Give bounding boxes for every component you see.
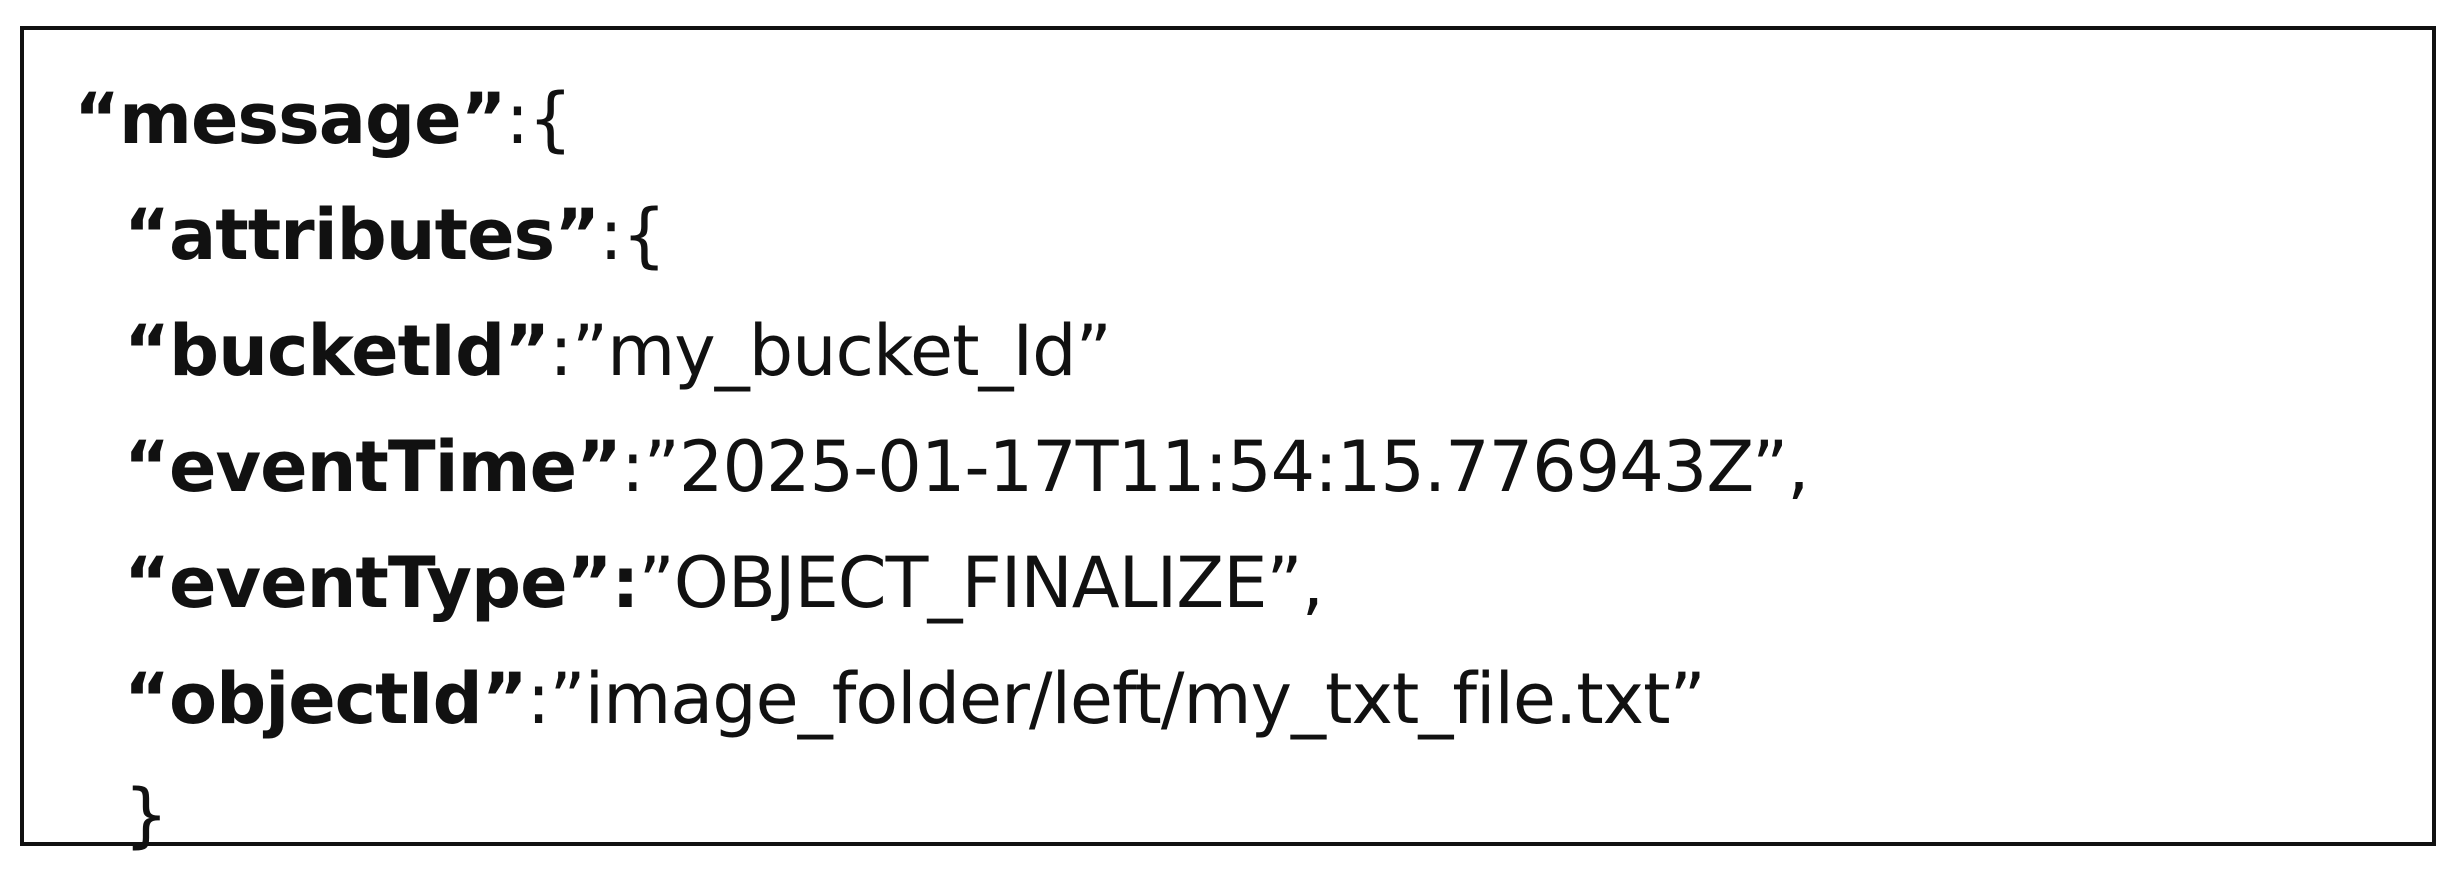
- json-separator: :: [611, 542, 640, 624]
- json-line-closing-brace: }: [124, 780, 169, 850]
- json-value: {: [621, 194, 667, 276]
- json-value: ”OBJECT_FINALIZE”,: [638, 542, 1324, 624]
- json-document-box: “message”:{ “attributes”:{ “bucketId”:”m…: [20, 26, 2436, 850]
- json-separator: :: [505, 78, 530, 160]
- json-line-event-type: “eventType”:”OBJECT_FINALIZE”,: [124, 548, 1324, 618]
- json-closing-brace: }: [124, 774, 169, 856]
- json-line-attributes: “attributes”:{: [124, 200, 666, 270]
- json-key: “eventType”: [124, 542, 613, 624]
- json-key: “eventTime”: [124, 426, 622, 508]
- json-separator: :: [549, 310, 573, 392]
- json-key: “bucketId”: [124, 310, 550, 392]
- json-value: {: [528, 78, 573, 160]
- json-line-object-id: “objectId”:”image_folder/left/my_txt_fil…: [124, 664, 1706, 734]
- json-line-message: “message”:{: [74, 84, 573, 154]
- json-value: ”image_folder/left/my_txt_file.txt”: [549, 658, 1705, 740]
- json-separator: :: [621, 426, 645, 508]
- json-separator: :: [526, 658, 551, 740]
- json-value: ”2025-01-17T11:54:15.776943Z”,: [643, 426, 1810, 508]
- json-line-bucket-id: “bucketId”:”my_bucket_Id”: [124, 316, 1112, 386]
- json-separator: :: [599, 194, 623, 276]
- json-key: “attributes”: [124, 194, 600, 276]
- json-key: “objectId”: [124, 658, 528, 740]
- json-key: “message”: [74, 78, 507, 160]
- json-line-event-time: “eventTime”:”2025-01-17T11:54:15.776943Z…: [124, 432, 1810, 502]
- json-value: ”my_bucket_Id”: [571, 310, 1112, 392]
